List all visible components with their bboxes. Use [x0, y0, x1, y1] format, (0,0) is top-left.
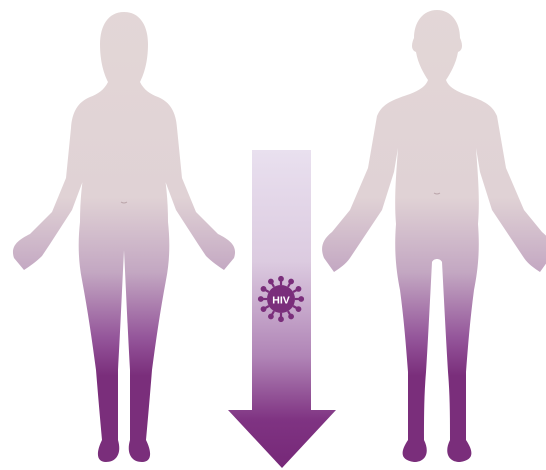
- virus-spike-tip: [289, 280, 293, 284]
- virus-spike-tip: [297, 307, 301, 311]
- virus-spike-tip: [279, 317, 283, 321]
- virus-spike-tip: [289, 315, 293, 319]
- virus-spike-tip: [299, 297, 303, 301]
- male-body-silhouette: [322, 10, 546, 462]
- female-body-silhouette: [13, 12, 235, 462]
- virus-spike-tip: [269, 315, 273, 319]
- virus-spike-tip: [269, 280, 273, 284]
- virus-spike-tip: [279, 277, 283, 281]
- virus-spike-tip: [262, 287, 266, 291]
- virus-label: HIV: [272, 295, 290, 307]
- virus-spike-tip: [262, 307, 266, 311]
- virus-spike-tip: [297, 287, 301, 291]
- virus-spike-tip: [259, 297, 263, 301]
